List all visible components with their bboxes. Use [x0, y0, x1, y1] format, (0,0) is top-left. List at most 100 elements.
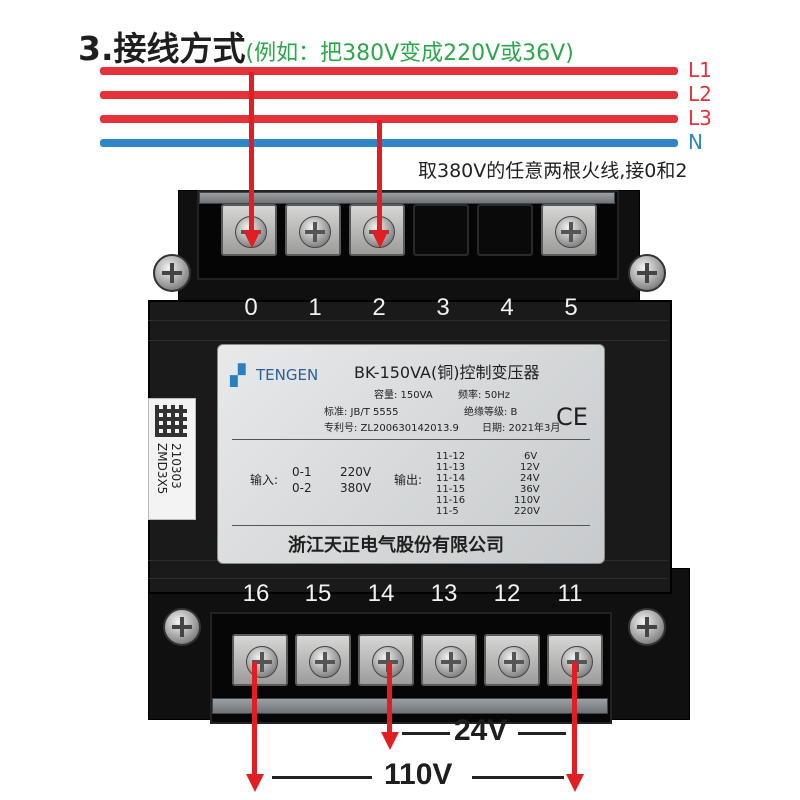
screw-icon	[299, 216, 331, 248]
output-voltage: 6V	[524, 451, 538, 462]
input-voltage: 220V	[340, 465, 372, 479]
terminal-cover	[212, 698, 608, 714]
patent-number: 专利号: ZL200630142013.9	[324, 423, 459, 434]
terminal-number: 14	[367, 580, 395, 607]
input-arrow-terminal-2	[377, 120, 382, 232]
company-name: 浙江天正电气股份有限公司	[288, 535, 504, 556]
brand-name: TENGEN	[256, 366, 319, 384]
sticker-code: 210303	[169, 443, 183, 489]
screw-icon	[435, 646, 467, 678]
mounting-bolt-icon	[153, 254, 191, 292]
arrow-down-icon	[371, 230, 389, 248]
terminal-15[interactable]	[295, 634, 351, 686]
bottom-terminal-block	[210, 612, 612, 724]
span-line-24v	[402, 732, 450, 735]
title-subtitle: (例如：把380V变成220V或36V)	[245, 41, 574, 66]
title-main: 3.接线方式	[78, 29, 246, 68]
core-lamination	[148, 340, 668, 341]
terminal-3[interactable]	[413, 204, 469, 256]
span-line-24v	[518, 732, 566, 735]
terminal-number: 15	[304, 580, 332, 607]
output-voltage: 12V	[520, 462, 540, 473]
ce-mark-icon: CE	[556, 403, 588, 431]
input-terminals: 0-2	[292, 481, 312, 495]
terminal-cover	[199, 192, 615, 204]
wire-label-l2: L2	[688, 82, 712, 106]
output-terminals: 11-15	[436, 484, 466, 495]
core-lamination	[148, 320, 668, 321]
terminal-14[interactable]	[358, 634, 414, 686]
insulation-class: 绝缘等级: B	[464, 407, 518, 418]
output-label: 输出:	[394, 473, 423, 487]
terminal-1[interactable]	[285, 204, 341, 256]
brand-logo-icon: ▞	[230, 363, 246, 387]
terminal-number: 11	[557, 580, 583, 607]
output-voltage: 36V	[520, 484, 540, 495]
terminal-number: 13	[430, 580, 458, 607]
arrow-down-icon	[243, 230, 261, 248]
output-voltage: 24V	[520, 473, 540, 484]
nameplate: ▞ TENGEN BK-150VA(铜)控制变压器 容量: 150VA 频率: …	[217, 344, 605, 564]
standard: 标准: JB/T 5555	[324, 407, 399, 418]
input-terminals: 0-1	[292, 465, 312, 479]
wire-l2	[100, 91, 678, 99]
output-arrow-terminal-11	[572, 662, 577, 776]
input-voltage: 380V	[340, 481, 372, 495]
terminal-number: 16	[242, 580, 270, 607]
arrow-down-icon	[381, 732, 399, 750]
terminal-number: 1	[308, 294, 322, 321]
terminal-5[interactable]	[541, 204, 597, 256]
page-title: 3.接线方式(例如：把380V变成220V或36V)	[78, 22, 574, 70]
output-terminals: 11-16	[436, 495, 466, 506]
terminal-12[interactable]	[484, 634, 540, 686]
span-line-110v	[472, 776, 564, 779]
terminal-16[interactable]	[232, 634, 288, 686]
nameplate-divider	[232, 525, 590, 526]
wire-label-l1: L1	[688, 58, 712, 82]
input-arrow-terminal-0	[249, 72, 254, 232]
terminal-number: 0	[244, 294, 258, 321]
terminal-number: 3	[436, 294, 450, 321]
screw-icon	[246, 646, 278, 678]
output-voltage: 220V	[514, 506, 540, 517]
core-lamination	[148, 578, 668, 579]
manufacture-date: 日期: 2021年3月	[482, 423, 561, 434]
span-line-110v	[272, 776, 372, 779]
qr-code-icon	[155, 405, 187, 437]
terminal-number: 4	[500, 294, 514, 321]
mounting-bolt-icon	[163, 608, 201, 646]
output-arrow-terminal-16	[252, 662, 257, 776]
qr-sticker: 210303 ZMD3X5	[148, 398, 196, 520]
screw-icon	[561, 646, 593, 678]
wire-l1	[100, 67, 678, 75]
wire-label-l3: L3	[688, 106, 712, 130]
frequency: 频率: 50Hz	[458, 390, 511, 401]
output-voltage-24v: 24V	[454, 714, 508, 747]
output-terminals: 11-12	[436, 451, 466, 462]
capacity: 容量: 150VA	[374, 390, 433, 401]
output-terminals: 11-14	[436, 473, 466, 484]
terminal-number: 5	[564, 294, 578, 321]
model-name: BK-150VA(铜)控制变压器	[354, 363, 540, 382]
output-voltage-110v: 110V	[384, 758, 453, 791]
sticker-code: ZMD3X5	[155, 443, 169, 495]
terminal-number: 12	[493, 580, 521, 607]
input-label: 输入:	[250, 473, 279, 487]
arrow-down-icon	[246, 774, 264, 792]
terminal-number: 2	[372, 294, 386, 321]
output-terminals: 11-5	[436, 506, 459, 517]
output-voltage: 110V	[514, 495, 540, 506]
mounting-bolt-icon	[628, 608, 666, 646]
terminal-4[interactable]	[477, 204, 533, 256]
screw-icon	[498, 646, 530, 678]
arrow-down-icon	[566, 774, 584, 792]
screw-icon	[309, 646, 341, 678]
output-terminals: 11-13	[436, 462, 466, 473]
output-arrow-terminal-14	[387, 662, 392, 734]
wire-n	[100, 139, 678, 147]
terminal-13[interactable]	[421, 634, 477, 686]
wire-label-n: N	[688, 130, 703, 154]
screw-icon	[555, 216, 587, 248]
mounting-bolt-icon	[628, 254, 666, 292]
wire-l3	[100, 115, 678, 123]
